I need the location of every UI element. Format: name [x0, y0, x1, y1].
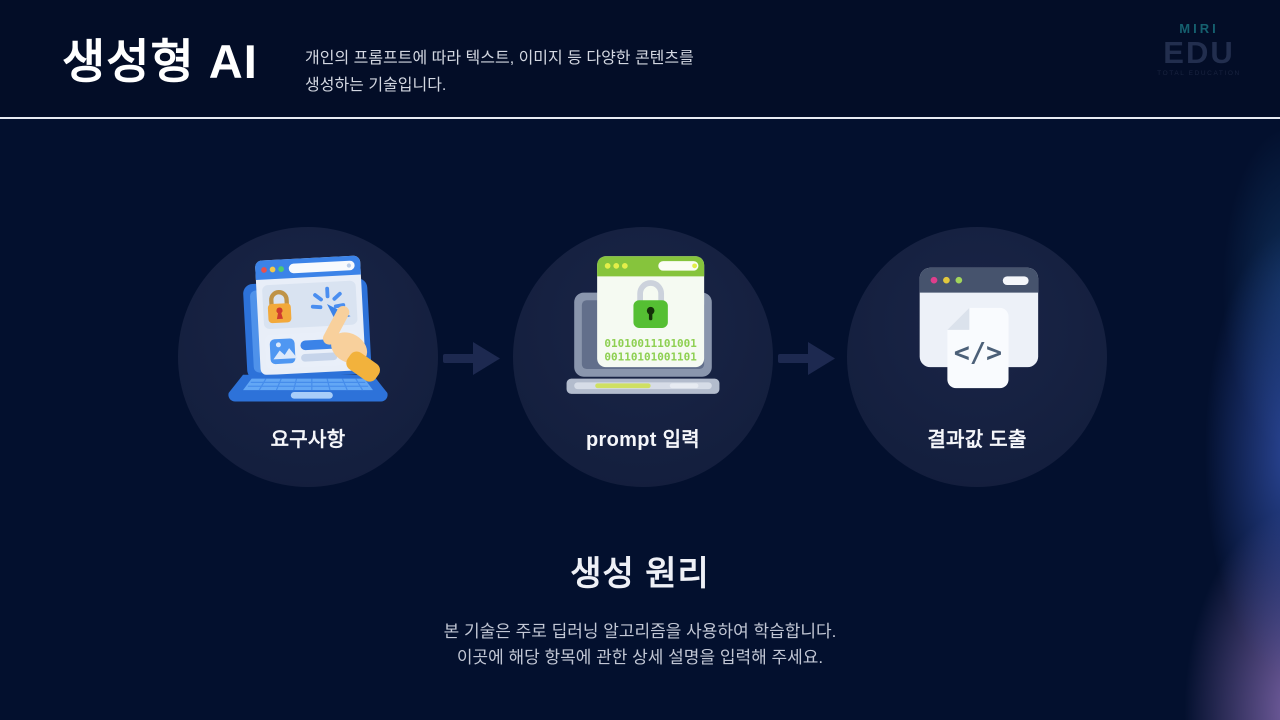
logo-tagline: TOTAL EDUCATION: [1157, 70, 1241, 77]
secure-prompt-icon: 01010011101001 00110101001101: [566, 256, 720, 394]
step-circle-result: </> 결과값 도출: [847, 227, 1107, 487]
code-output-icon: </>: [919, 267, 1039, 389]
binary-line-2: 00110101001101: [604, 350, 697, 363]
laptop-click-icon: [228, 255, 388, 402]
step-circle-requirements: 요구사항: [178, 227, 438, 487]
step-circle-prompt: 01010011101001 00110101001101 prompt 입력: [513, 227, 773, 487]
principle-body: 본 기술은 주로 딥러닝 알고리즘을 사용하여 학습합니다. 이곳에 해당 항목…: [0, 619, 1280, 671]
logo-main-text: EDU: [1163, 35, 1235, 70]
principle-body-line-2: 이곳에 해당 항목에 관한 상세 설명을 입력해 주세요.: [456, 648, 824, 667]
header-divider: [0, 117, 1280, 119]
code-glyph: </>: [954, 337, 1002, 368]
subtitle-line-1: 개인의 프롬프트에 따라 텍스트, 이미지 등 다양한 콘텐츠를: [305, 50, 694, 67]
step-label-prompt: prompt 입력: [586, 429, 700, 451]
header: 생성형 AI 개인의 프롬프트에 따라 텍스트, 이미지 등 다양한 콘텐츠를 …: [0, 0, 1280, 117]
principle-title: 생성 원리: [570, 555, 710, 593]
subtitle-line-2: 생성하는 기술입니다.: [305, 77, 447, 94]
logo-top-text: MIRI: [1179, 21, 1219, 36]
right-arrow-icon: [778, 342, 835, 375]
pointing-hand: [322, 306, 380, 382]
right-arrow-icon: [443, 342, 500, 375]
step-label-result: 결과값 도출: [927, 429, 1027, 451]
miri-edu-logo: MIRI EDU TOTAL EDUCATION: [1144, 22, 1254, 78]
step-label-requirements: 요구사항: [270, 429, 346, 451]
header-subtitle: 개인의 프롬프트에 따라 텍스트, 이미지 등 다양한 콘텐츠를 생성하는 기술…: [305, 45, 694, 99]
binary-line-1: 01010011101001: [604, 337, 697, 350]
principle-body-line-1: 본 기술은 주로 딥러닝 알고리즘을 사용하여 학습합니다.: [443, 622, 837, 641]
page-title: 생성형 AI: [62, 35, 258, 88]
principle-section: 생성 원리 본 기술은 주로 딥러닝 알고리즘을 사용하여 학습합니다. 이곳에…: [0, 546, 1280, 671]
